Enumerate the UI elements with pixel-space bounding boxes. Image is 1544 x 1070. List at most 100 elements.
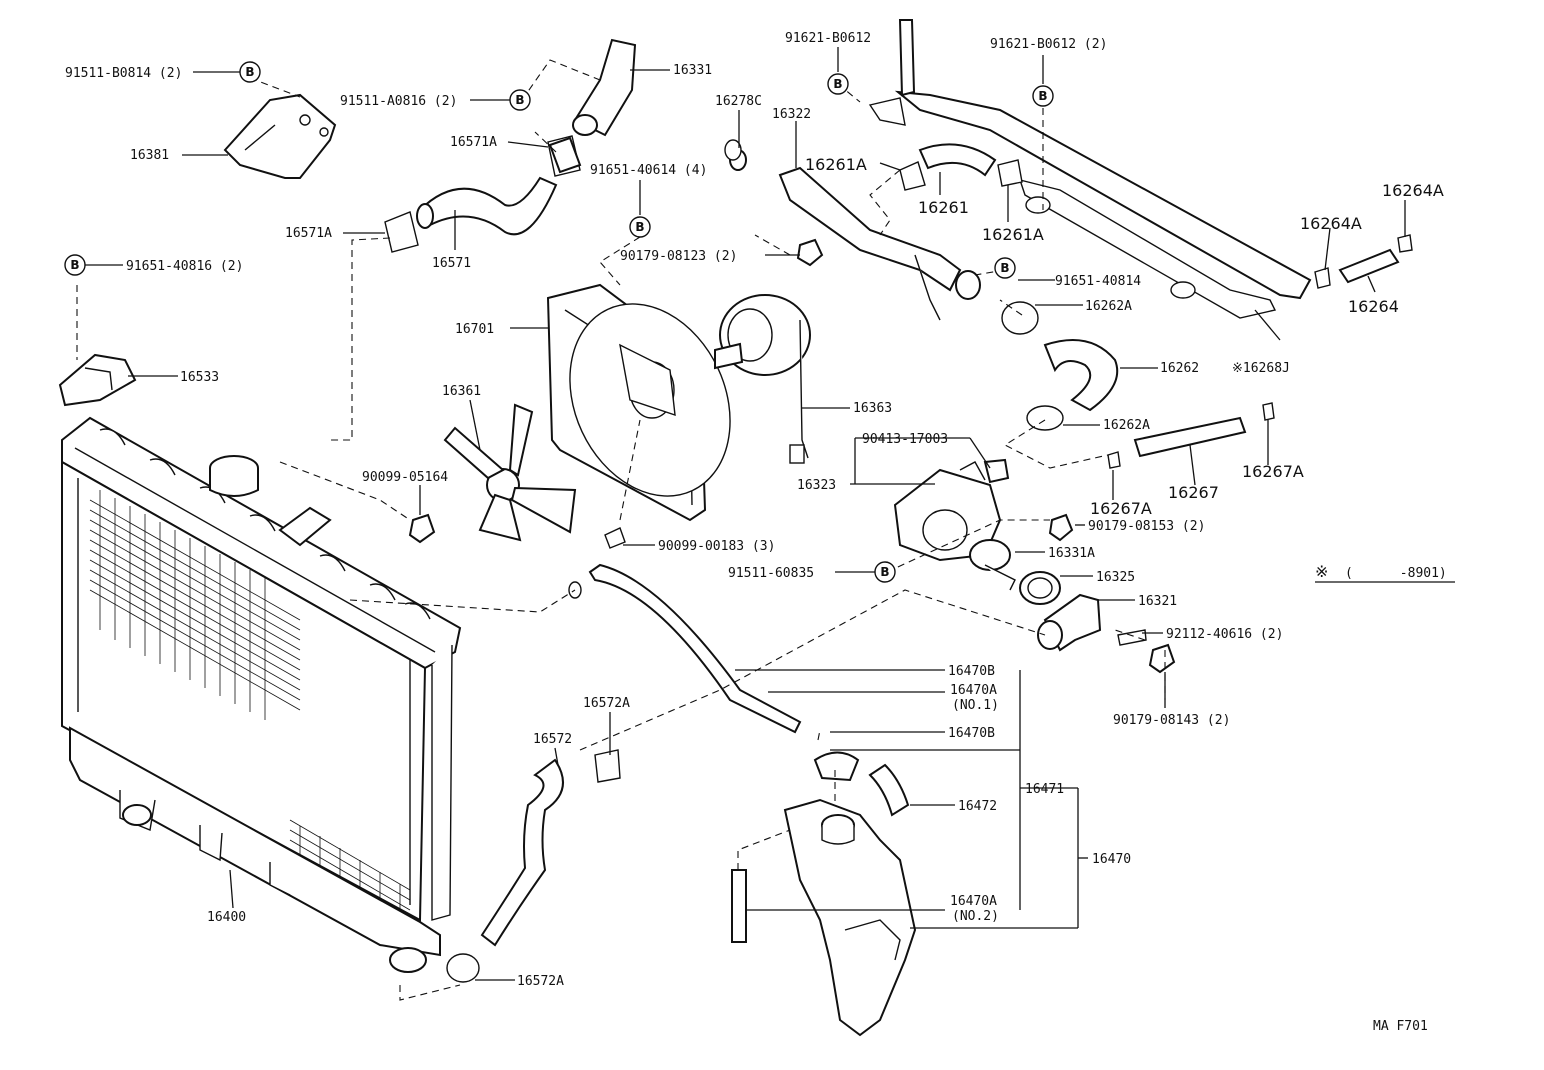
label-16400: 16400 [207, 910, 246, 925]
label-16331a: 16331A [1048, 546, 1095, 561]
label-16323: 16323 [797, 478, 836, 493]
support-16533 [58, 353, 137, 407]
label-91511-b0814: 91511-B0814 (2) [65, 66, 182, 81]
label-91651-40816: 91651-40816 (2) [126, 259, 243, 274]
label-16470a-no1-sub: (NO.1) [952, 698, 999, 713]
hose-16262 [1001, 301, 1119, 431]
label-90179-08143: 90179-08143 (2) [1113, 713, 1230, 728]
radiator-assembly [61, 416, 462, 973]
label-90099-05164: 90099-05164 [362, 470, 448, 485]
hose-16267 [1107, 402, 1275, 469]
water-outlet-16331 [572, 38, 637, 137]
lower-hose-16572 [446, 749, 621, 983]
svg-text:B: B [880, 565, 889, 579]
hose-16264 [1314, 234, 1413, 289]
svg-text:B: B [1000, 261, 1009, 275]
bolt-marker-icon: B [509, 89, 531, 111]
bracket-16381 [223, 93, 337, 179]
water-pipe-16268j [868, 19, 1312, 319]
label-16268j: ※16268J [1232, 361, 1290, 376]
diagram-code: MA F701 [1373, 1019, 1428, 1034]
bolt-marker-icon: B [64, 254, 86, 276]
bolt-markers: B B B B B B B B [64, 61, 1054, 583]
label-16267a-right: 16267A [1242, 462, 1304, 481]
label-16331: 16331 [673, 63, 712, 78]
svg-text:B: B [245, 65, 254, 79]
label-16571a-left: 16571A [285, 226, 332, 241]
label-16571a-top: 16571A [450, 135, 497, 150]
label-16261: 16261 [918, 198, 969, 217]
footnote-symbol: ※ [1315, 562, 1328, 581]
label-16278c: 16278C [715, 94, 762, 109]
label-16472: 16472 [958, 799, 997, 814]
label-91621-b0612-left: 91621-B0612 [785, 31, 871, 46]
label-16470a-no1: 16470A [950, 683, 997, 698]
svg-text:B: B [1038, 89, 1047, 103]
svg-text:B: B [635, 220, 644, 234]
label-16571: 16571 [432, 256, 471, 271]
label-16470b-top: 16470B [948, 664, 995, 679]
label-16264: 16264 [1348, 297, 1399, 316]
label-16572a-top: 16572A [583, 696, 630, 711]
inlet-16321 [1037, 593, 1102, 652]
label-16261a-right: 16261A [982, 225, 1044, 244]
fan-shroud-16701 [546, 283, 731, 522]
label-16470a-no2-sub: (NO.2) [952, 909, 999, 924]
label-16321: 16321 [1138, 594, 1177, 609]
label-16262a-bottom: 16262A [1103, 418, 1150, 433]
label-16322: 16322 [772, 107, 811, 122]
label-16572: 16572 [533, 732, 572, 747]
footnote-text: ( -8901) [1345, 566, 1447, 581]
label-16267a-left: 16267A [1090, 499, 1152, 518]
label-91651-40614: 91651-40614 (4) [590, 163, 707, 178]
label-91511-a0816: 91511-A0816 (2) [340, 94, 457, 109]
label-16325: 16325 [1096, 570, 1135, 585]
label-16533: 16533 [180, 370, 219, 385]
bolt-marker-icon: B [1032, 85, 1054, 107]
fan-motor-16363 [714, 294, 811, 464]
leader-lines [85, 47, 1406, 981]
thermostat-16331a [969, 539, 1016, 591]
footnote: ※ ( -8901) [1315, 562, 1455, 583]
reservoir-16471 [731, 751, 917, 1037]
svg-text:B: B [70, 258, 79, 272]
hose-16261 [899, 143, 1023, 191]
label-90179-08123: 90179-08123 (2) [620, 249, 737, 264]
label-91621-b0612-right: 91621-B0612 (2) [990, 37, 1107, 52]
label-16264a-top: 16264A [1382, 181, 1444, 200]
part-labels: 91511-B0814 (2) 16381 91511-A0816 (2) 16… [65, 31, 1444, 989]
svg-text:B: B [515, 93, 524, 107]
label-16361: 16361 [442, 384, 481, 399]
reservoir-hose-16470a-no1 [568, 563, 802, 734]
label-16363: 16363 [853, 401, 892, 416]
label-16572a-bottom: 16572A [517, 974, 564, 989]
connection-dashes [76, 59, 1166, 1001]
svg-text:B: B [833, 77, 842, 91]
fan-16361 [443, 403, 577, 542]
label-16262a-top: 16262A [1085, 299, 1132, 314]
bolt-marker-icon: B [994, 257, 1016, 279]
upper-hose-16571 [384, 135, 581, 253]
label-90413-17003: 90413-17003 [862, 432, 948, 447]
label-91511-60835: 91511-60835 [728, 566, 814, 581]
label-16701: 16701 [455, 322, 494, 337]
bolt-marker-icon: B [239, 61, 261, 83]
label-92112-40616: 92112-40616 (2) [1166, 627, 1283, 642]
label-16471: 16471 [1025, 782, 1064, 797]
label-91651-40814: 91651-40814 [1055, 274, 1141, 289]
label-16262: 16262 [1160, 361, 1199, 376]
label-16267: 16267 [1168, 483, 1219, 502]
label-90179-08153: 90179-08153 (2) [1088, 519, 1205, 534]
label-16470: 16470 [1092, 852, 1131, 867]
label-16470a-no2: 16470A [950, 894, 997, 909]
bolt-marker-icon: B [827, 73, 849, 95]
label-16470b-mid: 16470B [948, 726, 995, 741]
gasket-16325 [1019, 571, 1061, 605]
bolt-marker-icon: B [629, 216, 651, 238]
label-90099-00183: 90099-00183 (3) [658, 539, 775, 554]
label-16261a-left: 16261A [805, 155, 867, 174]
water-pipe-16322 [729, 149, 981, 321]
fasteners [408, 136, 1176, 674]
label-16381: 16381 [130, 148, 169, 163]
